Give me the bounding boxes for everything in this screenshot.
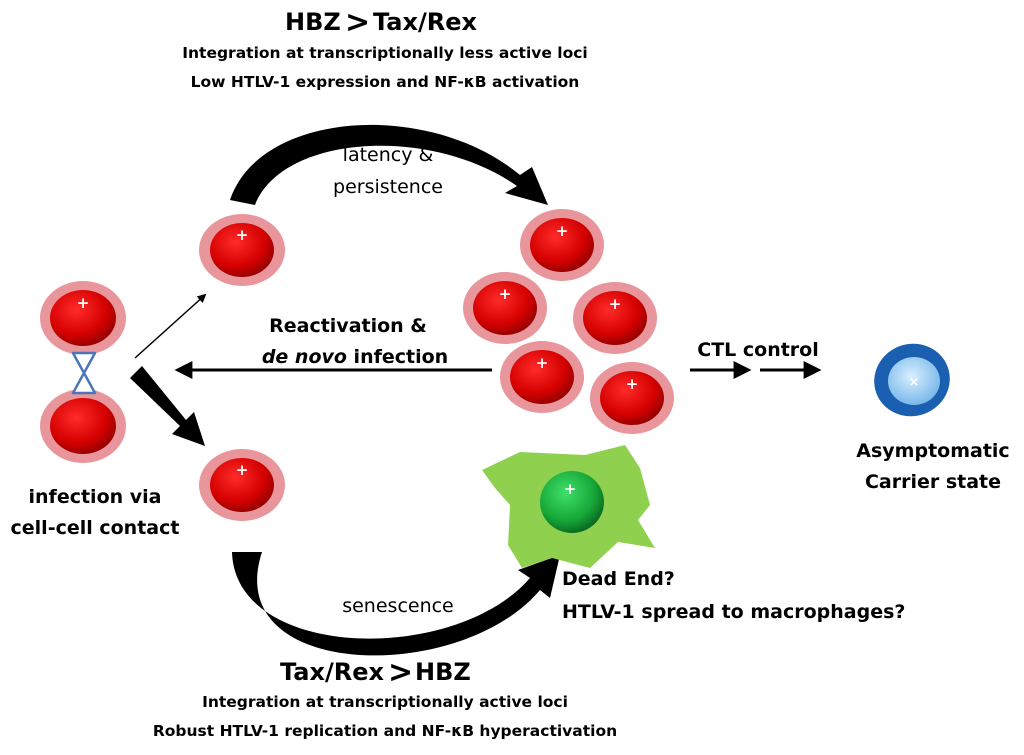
latency-curved-arrow xyxy=(230,124,548,205)
latency-label-1: latency & xyxy=(343,144,434,166)
bottom-line-2: Robust HTLV-1 replication and NF-κB hype… xyxy=(153,722,617,740)
plus-icon: + xyxy=(609,295,622,313)
virological-synapse-icon xyxy=(71,351,97,395)
cell-body xyxy=(210,458,274,512)
senescence-curved-arrow xyxy=(232,552,560,656)
infecting-cell-pair: + xyxy=(40,281,126,463)
clone-cell: + xyxy=(500,341,584,413)
macrophage: + xyxy=(482,445,655,568)
plus-icon: + xyxy=(499,285,512,303)
cell-body xyxy=(50,398,116,454)
reactivation-label-2a: de novo xyxy=(262,346,347,368)
bottom-heading-symbol: > xyxy=(388,655,413,690)
top-line-1: Integration at transcriptionally less ac… xyxy=(182,44,588,62)
top-heading-symbol: > xyxy=(345,5,370,40)
plus-icon: + xyxy=(564,480,577,498)
green-infected-cell xyxy=(540,471,604,533)
carrier-label-2: Carrier state xyxy=(865,471,1001,493)
bottom-heading-left: Tax/Rex xyxy=(280,658,384,686)
reactivation-label-1: Reactivation & xyxy=(269,315,427,337)
plus-icon: + xyxy=(236,226,249,244)
thick-arrow-to-productive-cell xyxy=(130,366,205,446)
top-heading-right: Tax/Rex xyxy=(373,8,477,36)
productive-cell: + xyxy=(199,449,285,521)
plus-icon: + xyxy=(626,375,639,393)
infection-label-2: cell-cell contact xyxy=(11,517,180,539)
x-icon: × xyxy=(909,375,920,390)
top-heading-left: HBZ xyxy=(285,8,341,36)
carrier-cell-nucleus xyxy=(888,357,940,405)
top-line-2: Low HTLV-1 expression and NF-κB activati… xyxy=(191,73,580,91)
clone-cell: + xyxy=(520,209,604,281)
infection-label-1: infection via xyxy=(29,486,162,508)
carrier-label-1: Asymptomatic xyxy=(856,440,1009,462)
latency-label-2: persistence xyxy=(333,176,443,198)
dead-end-label: Dead End? xyxy=(562,568,675,590)
bottom-line-1: Integration at transcriptionally active … xyxy=(202,693,568,711)
reactivation-label-2: de novo infection xyxy=(262,346,448,368)
reactivation-label-2b: infection xyxy=(347,346,448,368)
clone-cell: + xyxy=(463,272,547,344)
ctl-control-label: CTL control xyxy=(697,339,819,361)
senescence-label: senescence xyxy=(342,595,454,617)
bottom-heading-right: HBZ xyxy=(415,658,471,686)
clone-cell: + xyxy=(573,282,657,354)
clone-cell: + xyxy=(590,362,674,434)
thin-arrow-to-latent-cell xyxy=(134,293,207,359)
plus-icon: + xyxy=(556,222,569,240)
cell-body xyxy=(210,223,274,277)
plus-icon: + xyxy=(536,354,549,372)
macrophage-spread-label: HTLV-1 spread to macrophages? xyxy=(562,601,905,623)
clonal-cell-cluster: + + + + + xyxy=(463,209,674,434)
cell-body xyxy=(50,290,116,346)
plus-icon: + xyxy=(236,461,249,479)
plus-icon: + xyxy=(77,294,90,312)
carrier-cell: × xyxy=(874,343,950,417)
top-heading: HBZ > Tax/Rex xyxy=(285,5,477,40)
bottom-heading: Tax/Rex > HBZ xyxy=(280,655,471,690)
latent-cell: + xyxy=(199,214,285,286)
